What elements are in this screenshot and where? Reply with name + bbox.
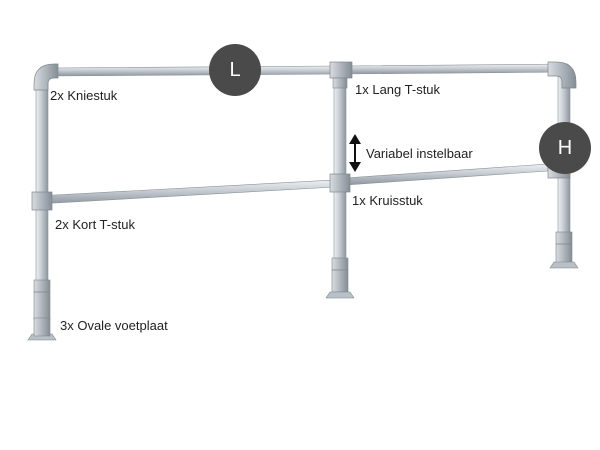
label-short-tee: 2x Kort T-stuk [55, 217, 135, 232]
label-long-tee: 1x Lang T-stuk [355, 82, 441, 97]
foot-plate-left [27, 317, 57, 341]
adjust-arrow-icon [349, 134, 361, 172]
foot-plate-middle [325, 291, 355, 299]
middle-rail [35, 163, 549, 205]
short-tee-left [31, 191, 53, 211]
label-cross: 1x Kruisstuk [352, 193, 423, 208]
cross-fitting [329, 173, 351, 193]
top-rail [49, 63, 569, 77]
label-variable: Variabel instelbaar [366, 146, 473, 161]
long-tee-fitting [329, 61, 353, 89]
label-knee: 2x Kniestuk [50, 88, 118, 103]
label-foot: 3x Ovale voetplaat [60, 318, 168, 333]
foot-plate-right [549, 261, 579, 269]
knee-fitting-left [33, 63, 59, 91]
knee-fitting-right [547, 61, 577, 89]
badge-length: L [209, 44, 261, 96]
badge-height: H [539, 122, 591, 174]
